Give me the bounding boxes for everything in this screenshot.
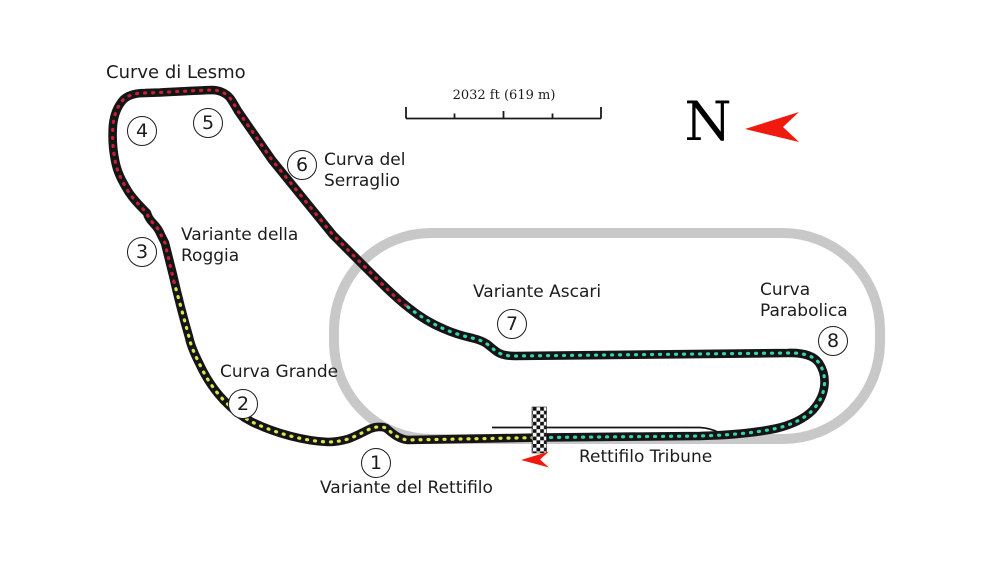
corner-marker-4: 4 [127, 116, 157, 146]
corner-marker-7: 7 [497, 309, 527, 339]
corner-marker-6: 6 [287, 150, 317, 180]
checkered-flag-icon [531, 406, 547, 454]
label-line: Parabolica [760, 301, 848, 321]
race-direction-arrow-icon [521, 451, 549, 468]
corner-marker-3: 3 [127, 237, 157, 267]
corner-marker-5: 5 [193, 108, 223, 138]
corner-marker-8: 8 [818, 326, 848, 356]
label-line: Variante della [181, 225, 299, 245]
label-line: Curva del [324, 150, 406, 170]
track-sector-cyan [406, 305, 827, 440]
north-arrow-icon [745, 112, 799, 142]
label-variante-ascari: Variante Ascari [473, 282, 602, 302]
corner-marker-1: 1 [361, 448, 391, 478]
straight-merge-line [492, 426, 720, 434]
track-sector-yellow [172, 280, 543, 444]
label-curva-del-serraglio: Curva del Serraglio [324, 150, 406, 192]
label-line: Serraglio [324, 171, 400, 191]
corner-marker-2: 2 [228, 389, 258, 419]
label-curve-di-lesmo: Curve di Lesmo [106, 62, 246, 83]
label-curva-grande: Curva Grande [220, 362, 339, 382]
north-label: N [684, 90, 732, 153]
label-line: Roggia [181, 246, 240, 266]
track-outline [108, 85, 829, 447]
label-variante-della-roggia: Variante della Roggia [181, 225, 298, 267]
scale-bar [405, 107, 602, 120]
label-variante-del-rettifilo: Variante del Rettifilo [320, 478, 493, 498]
label-line: Curva [760, 280, 811, 300]
label-rettifilo-tribune: Rettifilo Tribune [579, 447, 713, 467]
track-sector-red [111, 88, 410, 309]
label-curva-parabolica: Curva Parabolica [760, 280, 848, 322]
scale-bar-label: 2032 ft (619 m) [452, 88, 556, 103]
oval-circuit-outline [329, 228, 885, 444]
